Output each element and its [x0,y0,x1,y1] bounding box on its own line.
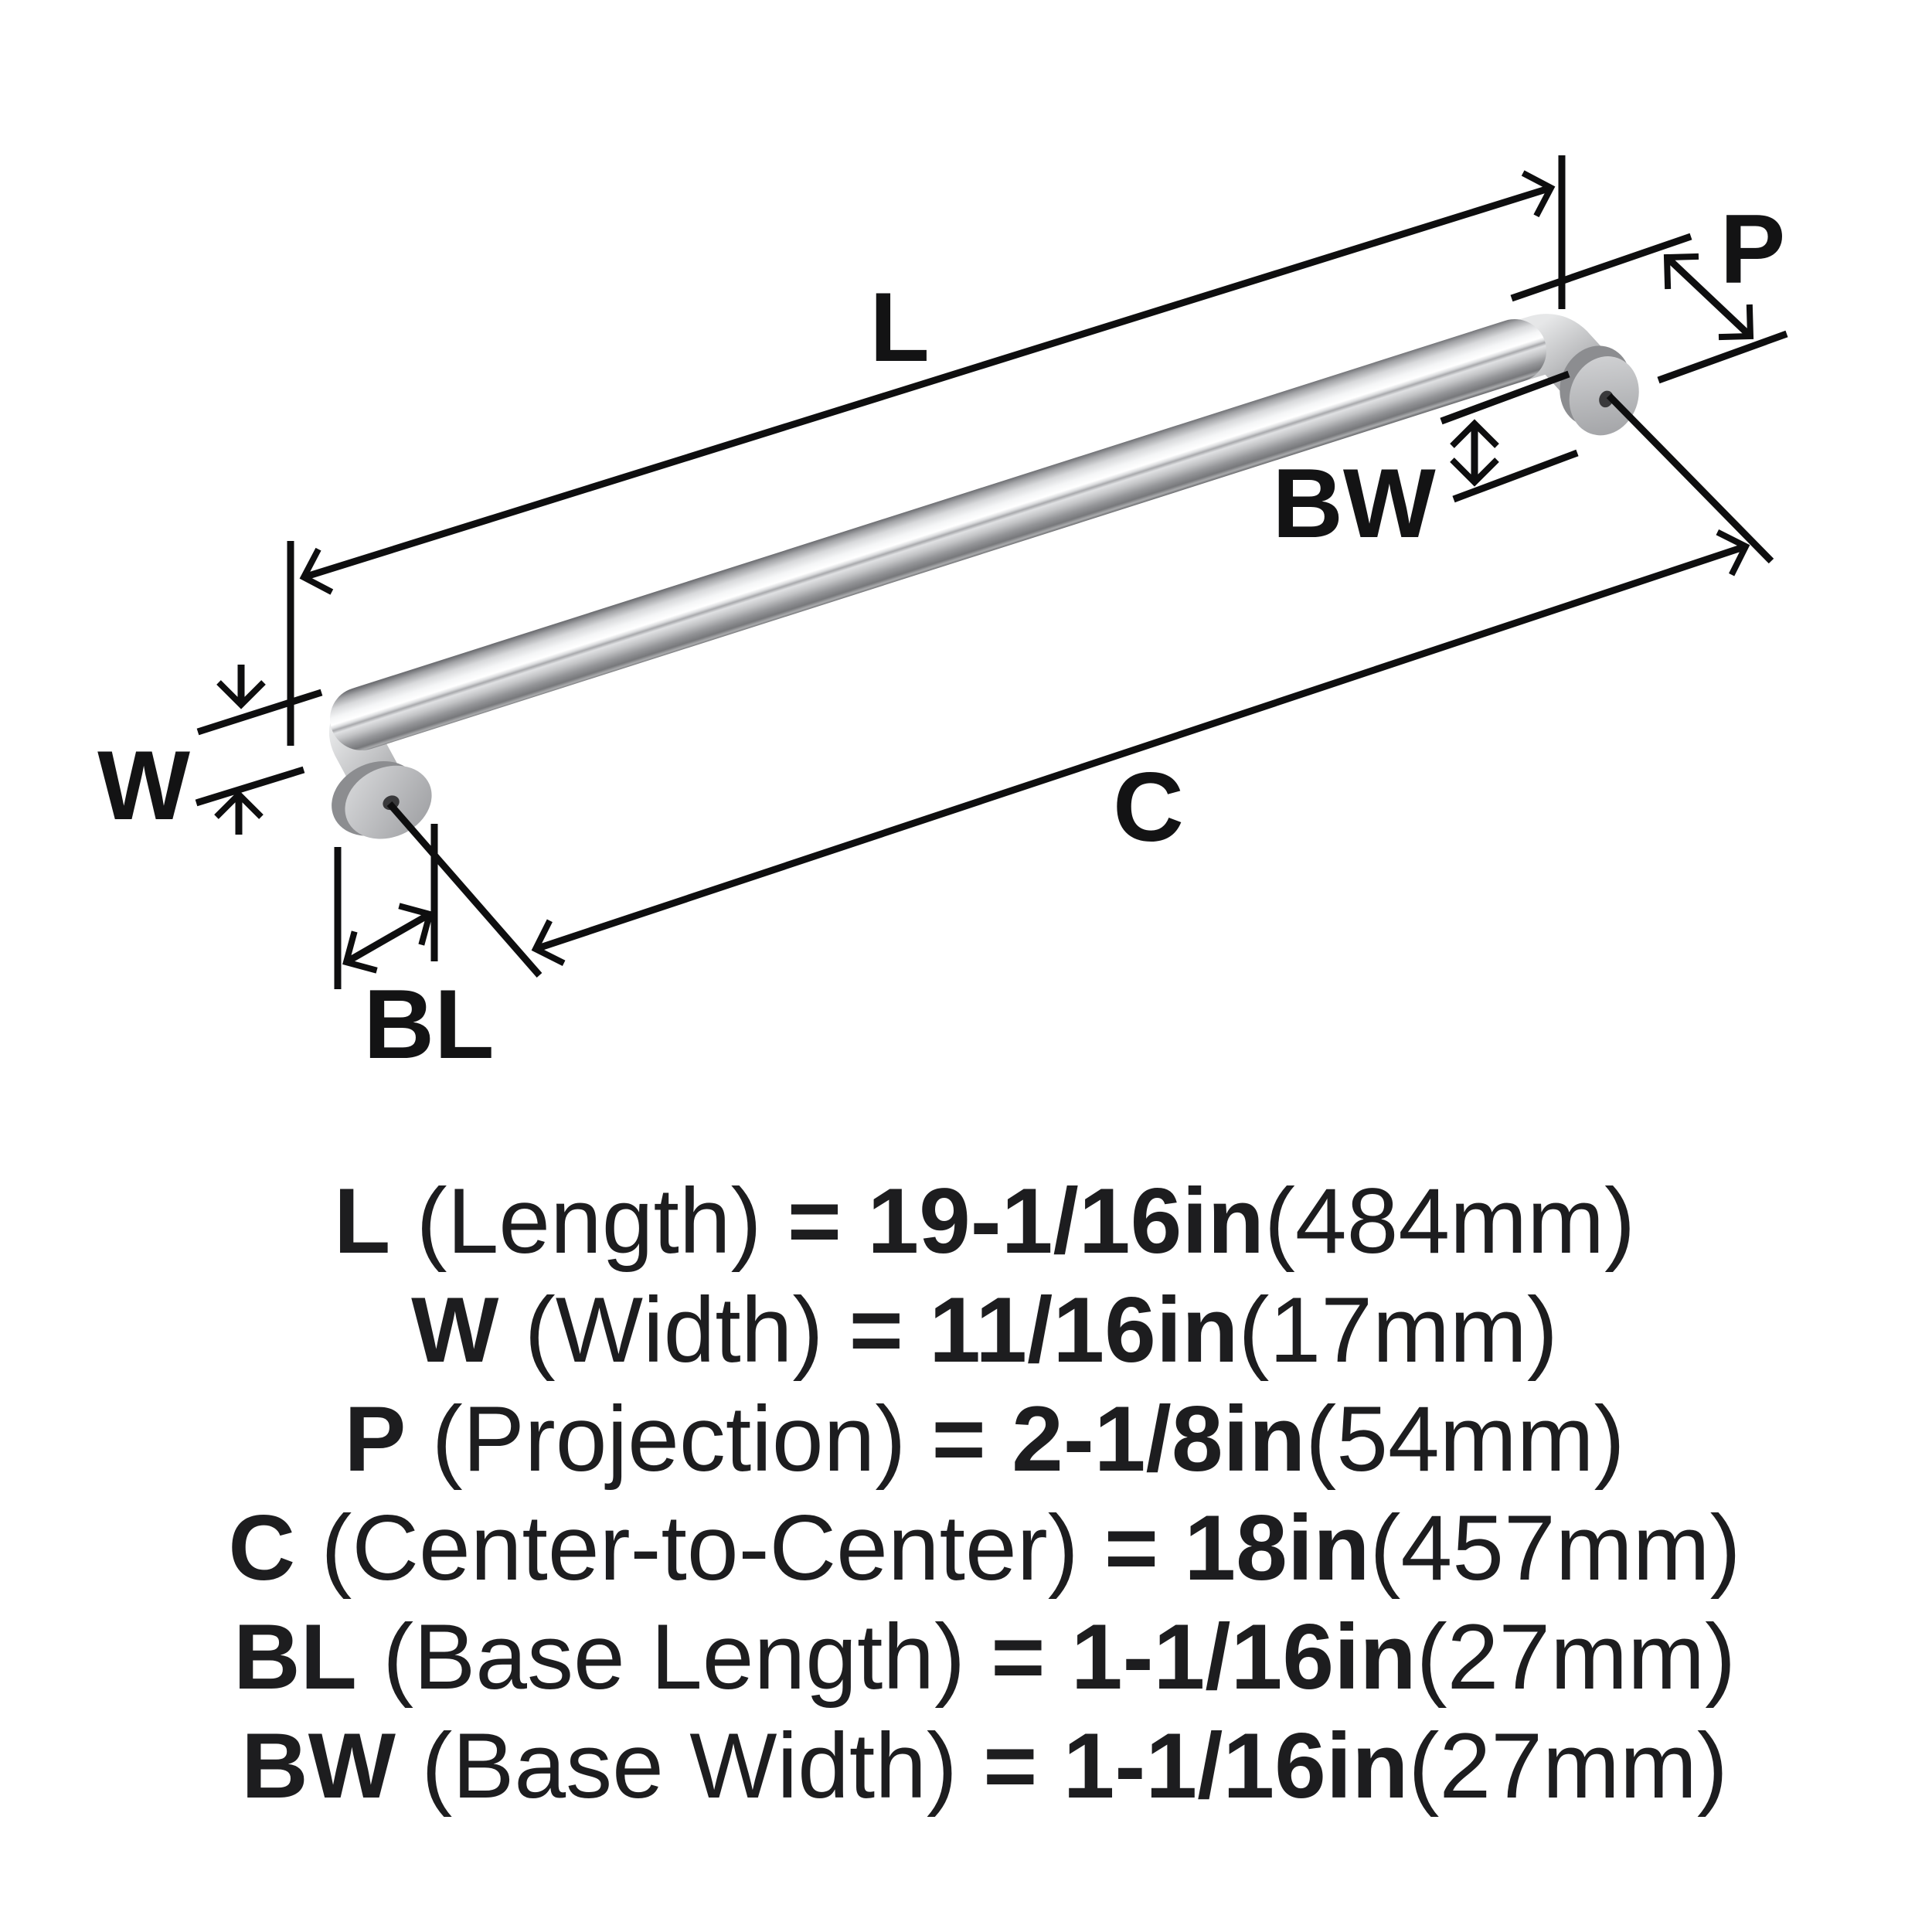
w-extension-line-upper [196,689,323,736]
spec-segment: (27mm) [1408,1714,1728,1818]
label-W: W [97,730,190,840]
spec-segment: (457mm) [1369,1496,1741,1600]
p-extension-line-lower [1657,330,1788,384]
dimension-W [195,665,323,835]
spec-segment: (Center-to-Center) [295,1496,1104,1600]
spec-segment: (Length) [390,1169,787,1273]
spec-segment: BL [233,1605,357,1709]
spec-segment: = 19-1/16in [787,1169,1264,1273]
spec-segment: (Base Length) [356,1605,992,1709]
spec-line-W: W (Width) = 11/16in(17mm) [19,1276,1932,1385]
spec-segment: BW [241,1714,396,1818]
label-P: P [1720,194,1786,304]
spec-segment: (17mm) [1238,1278,1558,1382]
spec-line-L: L (Length) = 19-1/16in(484mm) [19,1167,1932,1276]
dimension-spec-list: L (Length) = 19-1/16in(484mm)W (Width) =… [19,1167,1932,1821]
spec-segment: C [228,1496,296,1600]
dimension-BL [334,824,438,989]
spec-line-P: P (Projection) = 2-1/8in(54mm) [19,1385,1932,1494]
spec-segment: = 2-1/8in [931,1387,1306,1491]
spec-segment: = 1-1/16in [991,1605,1417,1709]
bw-extension-line-upper [1440,370,1570,425]
c-dimension-line [531,529,1750,966]
bw-extension-line-lower [1452,449,1579,503]
spec-segment: = 11/16in [849,1278,1239,1382]
c-reference-line-left [386,801,543,978]
label-L: L [869,272,930,382]
spec-line-C: C (Center-to-Center) = 18in(457mm) [19,1494,1932,1603]
spec-segment: (Projection) [406,1387,932,1491]
w-extension-line-lower [195,766,305,807]
label-C: C [1113,752,1184,862]
label-BW: BW [1272,448,1436,558]
spec-segment: (Width) [498,1278,849,1382]
c-reference-line-right [1606,393,1774,564]
dimension-annotations [195,155,1788,989]
spec-segment: (27mm) [1416,1605,1736,1709]
dimension-BW [1440,370,1579,503]
spec-segment: W [411,1278,499,1382]
spec-line-BW: BW (Base Width) = 1-1/16in(27mm) [19,1712,1932,1821]
spec-segment: (484mm) [1264,1169,1636,1273]
l-dimension-line [299,170,1556,595]
dimension-C [386,393,1774,978]
spec-line-BL: BL (Base Length) = 1-1/16in(27mm) [19,1603,1932,1712]
spec-segment: L [333,1169,391,1273]
spec-segment: P [344,1387,406,1491]
spec-segment: (54mm) [1305,1387,1625,1491]
dimension-P [1510,233,1788,384]
bl-dimension-arrow [342,903,434,974]
p-extension-line-upper [1510,233,1692,302]
right-flange [1560,345,1639,436]
spec-segment: (Base Width) [396,1714,984,1818]
spec-segment: = 18in [1104,1496,1370,1600]
label-BL: BL [363,969,494,1079]
p-dimension-arrow [1663,253,1754,341]
spec-segment: = 1-1/16in [983,1714,1409,1818]
